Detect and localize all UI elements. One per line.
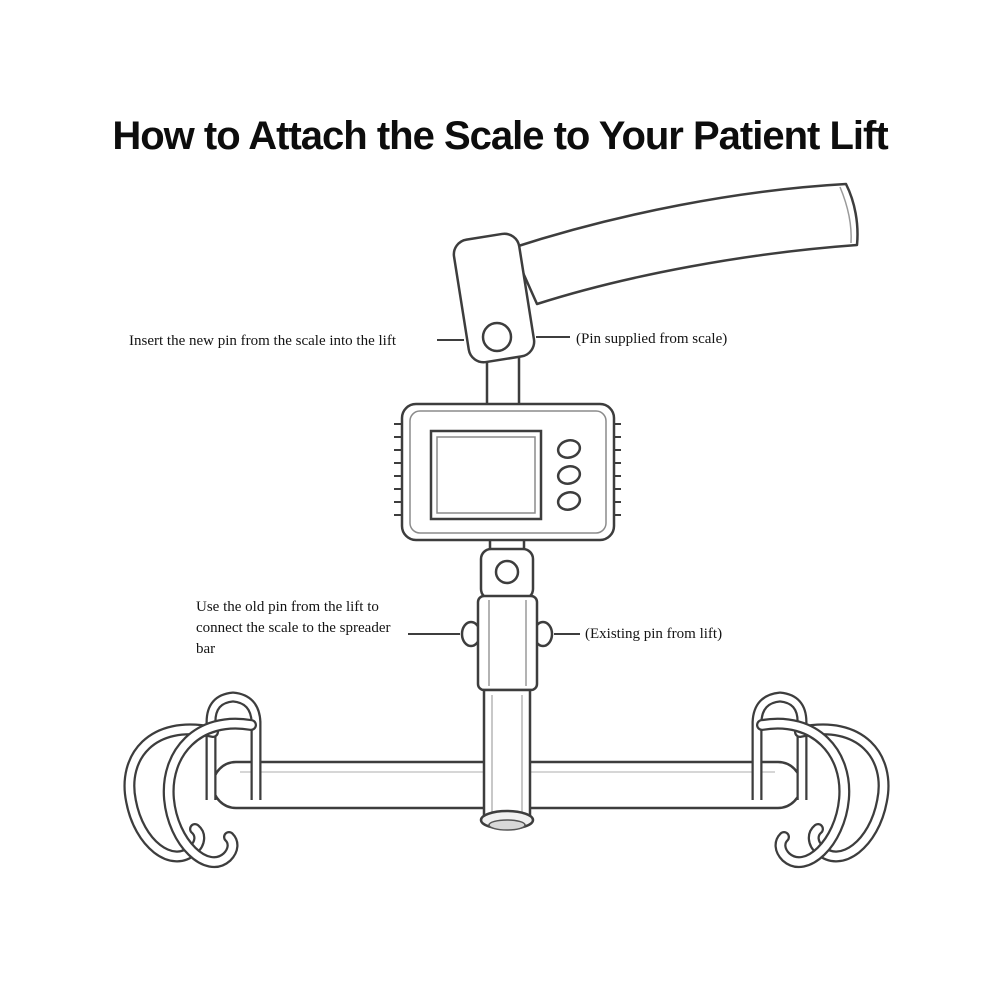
pivot-link — [479, 547, 535, 601]
fork-section — [476, 594, 539, 692]
new-scale-pin — [481, 321, 513, 353]
scale-display — [429, 429, 543, 521]
lift-arm — [510, 182, 859, 306]
annotation-use-old-pin: Use the old pin from the lift to connect… — [196, 597, 391, 660]
scale-grip-ribs — [394, 423, 621, 516]
scale-buttons — [556, 439, 582, 511]
page-title: How to Attach the Scale to Your Patient … — [112, 114, 888, 158]
annotation-line: connect the scale to the spreader — [196, 620, 391, 636]
connector-tube — [479, 688, 535, 831]
annotation-pin-supplied-from-scale: (Pin supplied from scale) — [576, 331, 728, 347]
sling-hooks-left — [123, 691, 262, 869]
existing-pin — [460, 620, 554, 648]
annotation-line: Use the old pin from the lift to — [196, 599, 379, 615]
sling-hooks-right — [751, 691, 890, 869]
clevis-bracket — [452, 232, 536, 364]
annotation-line: bar — [196, 641, 216, 657]
annotation-leader-lines — [408, 336, 580, 635]
annotation-insert-new-pin: Insert the new pin from the scale into t… — [129, 333, 397, 349]
annotation-existing-pin-from-lift: (Existing pin from lift) — [585, 626, 723, 642]
hanging-scale — [394, 402, 621, 542]
